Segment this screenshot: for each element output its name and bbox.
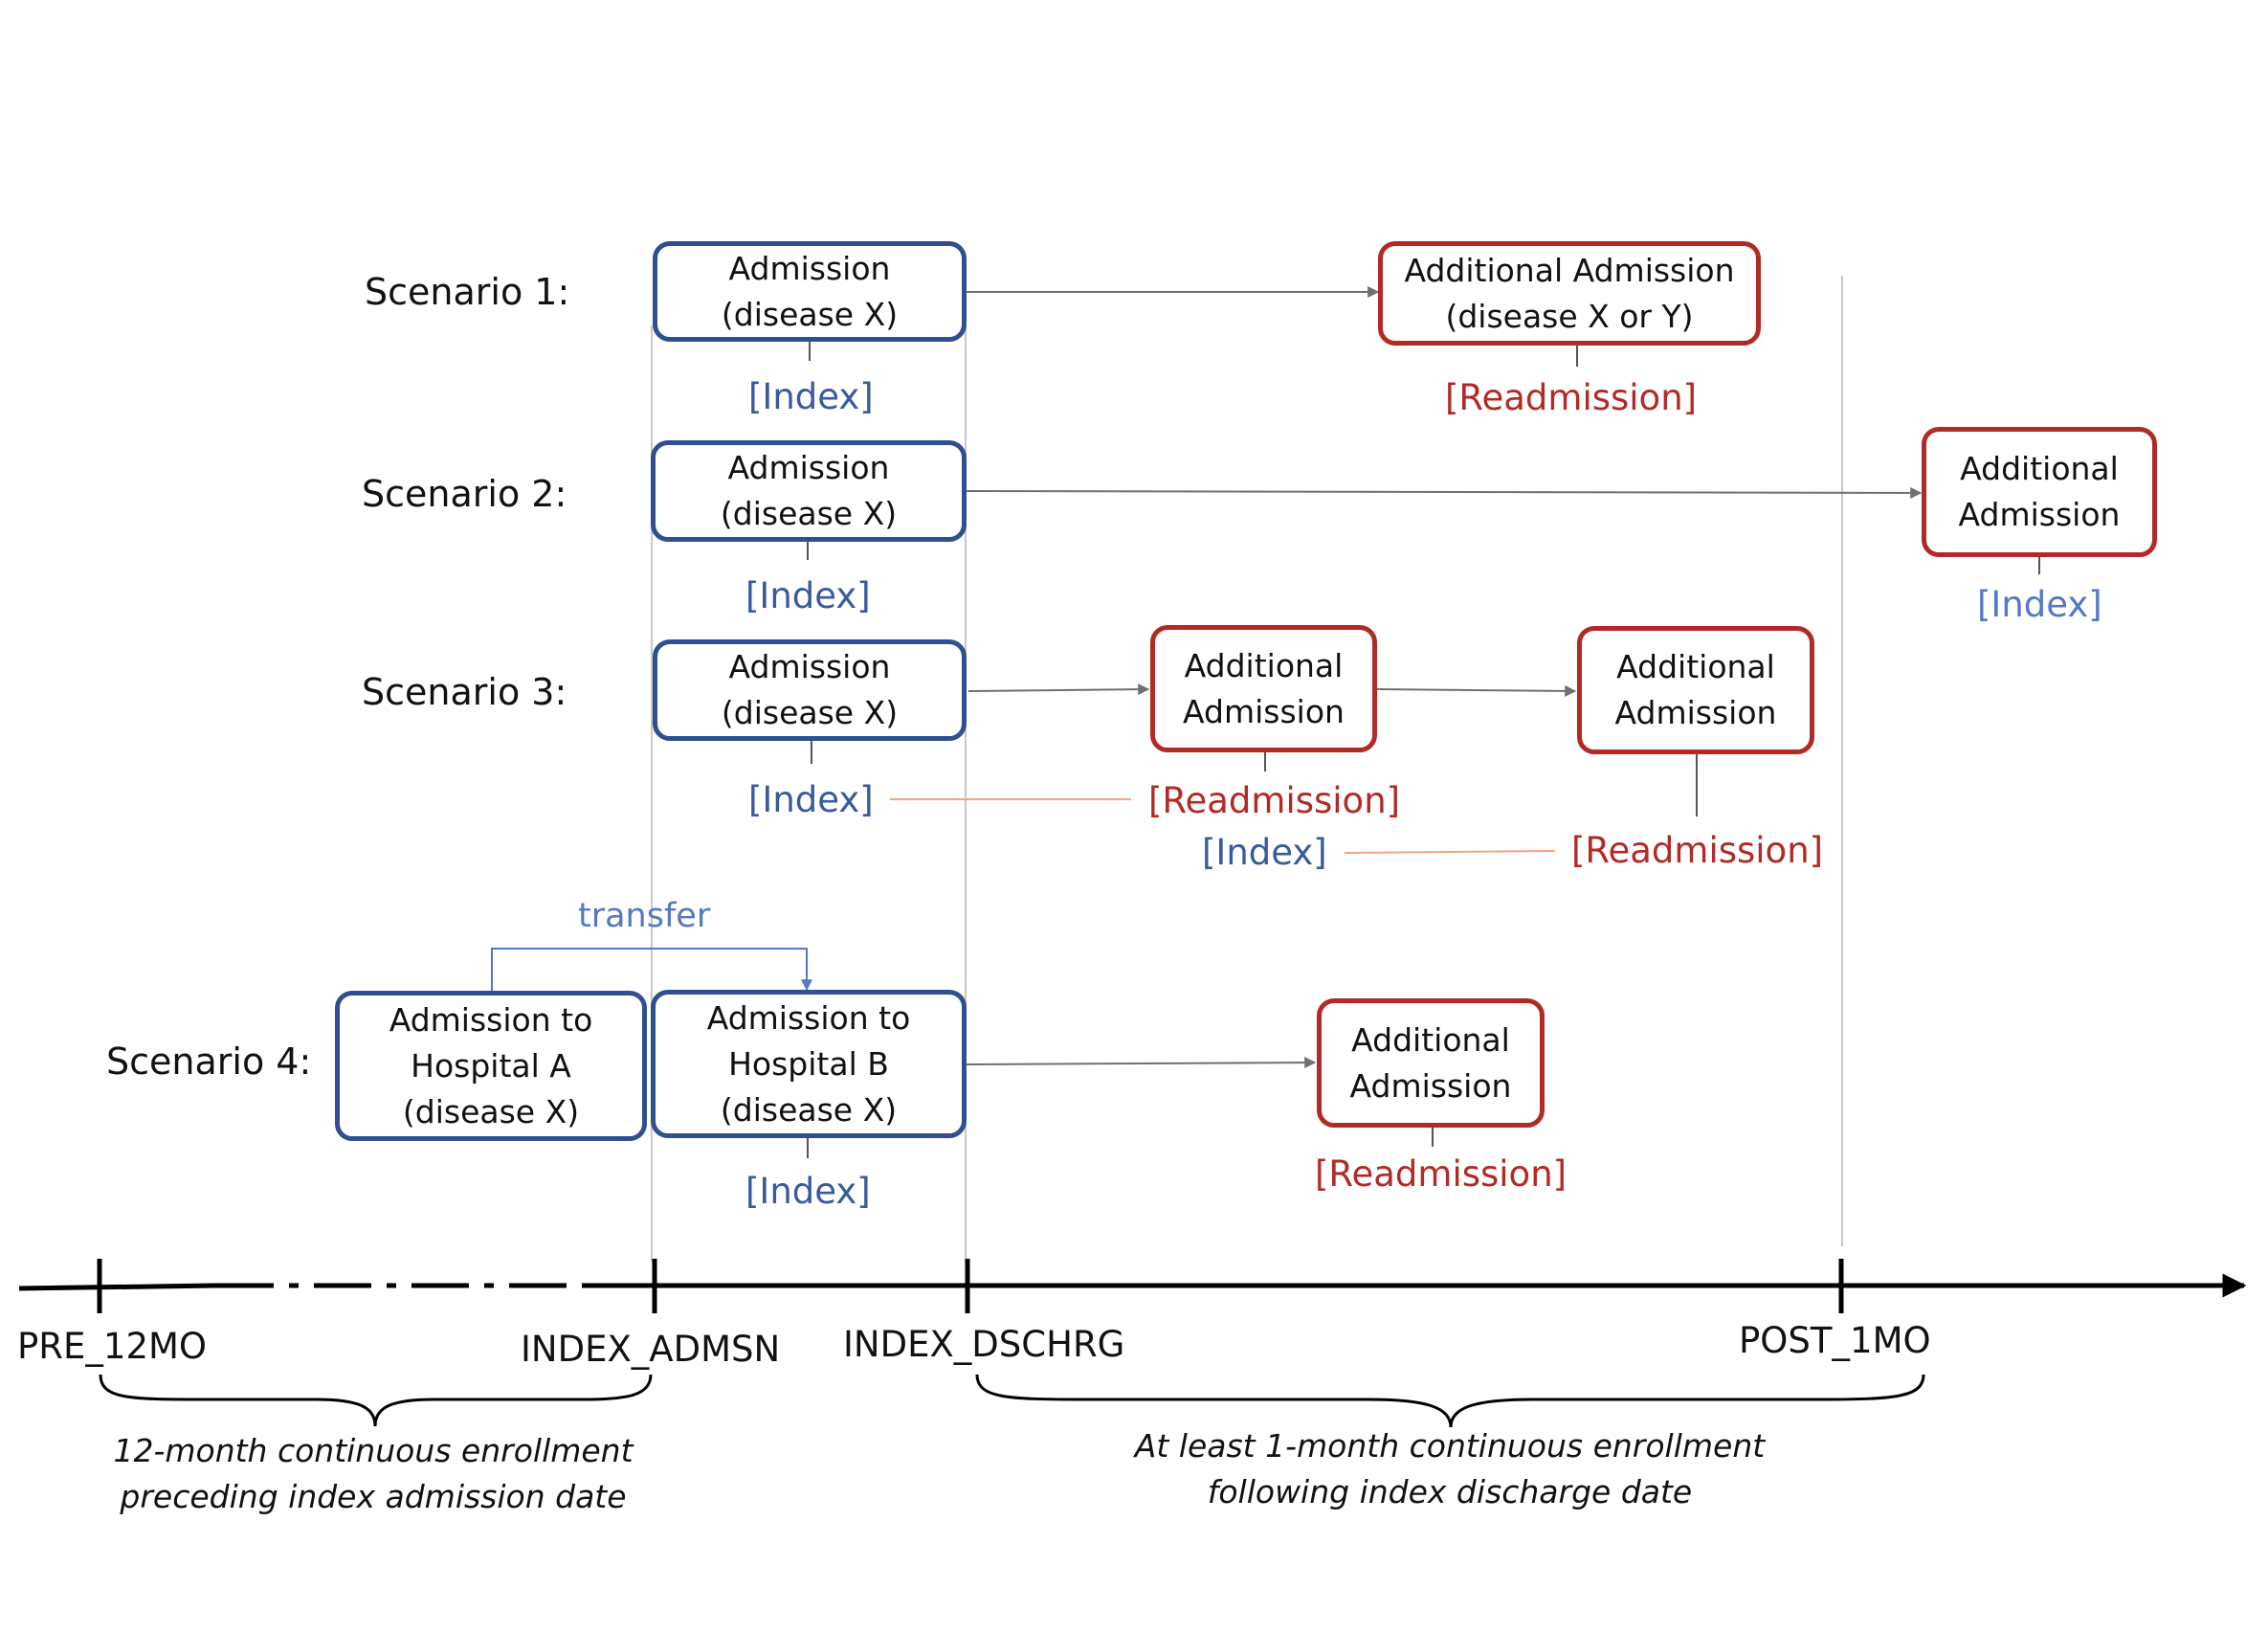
box-line: Admission [728,249,891,287]
box-line: (disease X or Y) [1445,297,1694,335]
post-period-brace [975,1374,1925,1428]
s1-index-tag: [Index] [748,376,874,417]
scenario-4-label: Scenario 4: [106,1040,312,1083]
s3-last-admission-box: Additional Admission [1577,626,1814,754]
box-line: (disease X) [720,1090,898,1129]
tick-label-pre-12mo: PRE_12MO [17,1326,208,1367]
scenario-2-label: Scenario 2: [362,473,567,515]
s3-arrow-2 [1376,684,1577,697]
box-line: Hospital A [411,1046,571,1085]
box-line: Additional [1960,450,2119,487]
box-line: (disease X) [720,495,898,532]
s1-readmission-tag: [Readmission] [1445,377,1698,418]
note-line: following index discharge date [1207,1473,1693,1510]
s4-hospital-a-box: Admission to Hospital A (disease X) [335,991,647,1141]
s3-index-admission-box: Admission (disease X) [653,639,967,741]
box-line: Admission to [706,998,911,1037]
box-line: Admission [1614,694,1777,731]
note-line: preceding index admission date [120,1478,627,1515]
s3-mid-admission-box: Additional Admission [1150,625,1377,752]
s3-mid-index-tag: [Index] [1202,832,1327,873]
s1-readmission-box: Additional Admission (disease X or Y) [1378,241,1761,346]
box-line: (disease X) [721,295,899,333]
box-line: Admission to [389,1000,593,1039]
box-line: Additional Admission [1404,251,1735,289]
s2-arrow [966,486,1923,499]
tick-label-index-dschrg: INDEX_DSCHRG [843,1324,1125,1365]
s2-index-admission-box: Admission (disease X) [651,440,967,542]
box-line: (disease X) [402,1092,580,1130]
box-line: Admission [1349,1066,1512,1105]
s4-readmission-box: Additional Admission [1317,998,1545,1128]
note-line: 12-month continuous enrollment [113,1432,634,1469]
s3-mid-readmission-tag: [Readmission] [1148,780,1401,821]
box-line: Additional [1184,646,1344,684]
note-line: At least 1-month continuous enrollment [1134,1427,1766,1465]
s1-index-admission-box: Admission (disease X) [653,241,967,342]
box-line: Additional [1351,1020,1510,1059]
tick-label-index-admsn: INDEX_ADMSN [521,1329,781,1370]
s4-index-tag: [Index] [745,1171,871,1212]
s4-readmission-tag: [Readmission] [1315,1153,1568,1195]
pre-period-note: 12-month continuous enrollment preceding… [77,1428,670,1520]
box-line: (disease X) [721,694,899,731]
box-line: Admission [1183,692,1345,730]
s3-index-tag: [Index] [748,779,874,820]
scenario-1-label: Scenario 1: [365,271,570,313]
s4-arrow [966,1057,1317,1069]
post-period-note: At least 1-month continuous enrollment f… [1110,1423,1790,1515]
box-line: Admission [1958,496,2121,533]
s3-arrow-1 [967,683,1150,696]
transfer-arrow [491,948,812,992]
s4-hospital-b-box: Admission to Hospital B (disease X) [651,990,967,1138]
pre-period-brace [99,1374,653,1427]
s2-later-index-tag: [Index] [1977,584,2102,625]
timeline-axis-left [18,1283,217,1291]
scenario-3-label: Scenario 3: [362,671,567,713]
s3-index2-readmit-connector [1344,850,1556,854]
s2-index-tag: [Index] [745,575,871,616]
transfer-label: transfer [578,897,711,935]
s2-later-admission-box: Additional Admission [1922,427,2157,557]
box-line: Additional [1616,648,1775,685]
box-line: Admission [728,648,891,685]
box-line: Admission [727,449,890,486]
box-line: Hospital B [728,1044,889,1083]
tick-label-post-1mo: POST_1MO [1739,1320,1931,1361]
s3-last-readmission-tag: [Readmission] [1571,830,1824,871]
